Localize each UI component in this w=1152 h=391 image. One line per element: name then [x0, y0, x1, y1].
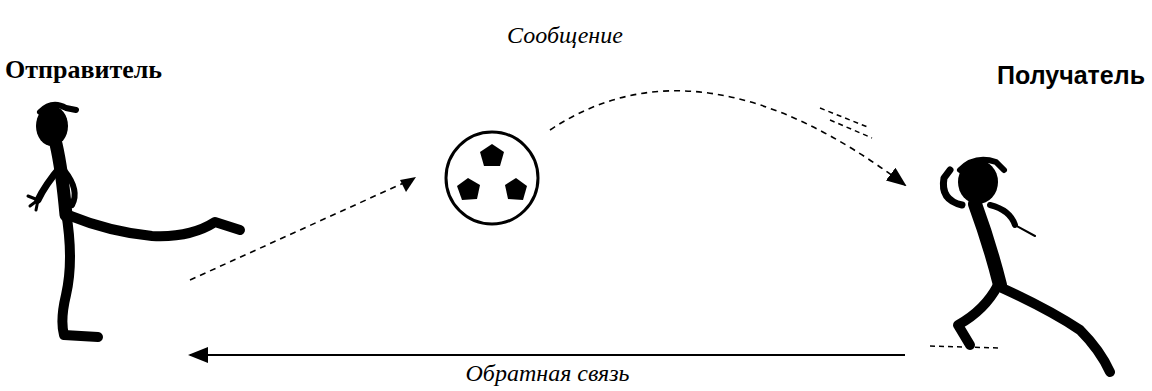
feedback-arrow — [190, 354, 905, 356]
edge-label: Сообщение — [504, 22, 626, 48]
receiver-label-box: Получатель — [905, 60, 1145, 380]
message-arrow — [190, 91, 905, 280]
receiver-figure — [943, 160, 1110, 372]
dash-mark — [820, 108, 872, 138]
node-heading: Получатель — [997, 60, 1145, 90]
node-heading: Отправитель — [5, 55, 162, 85]
ball — [446, 132, 538, 224]
sender-label-box: Отправитель — [5, 55, 190, 380]
sender-figure — [28, 105, 240, 337]
edge-label: Обратная связь — [463, 360, 633, 386]
arrowhead — [400, 177, 416, 192]
